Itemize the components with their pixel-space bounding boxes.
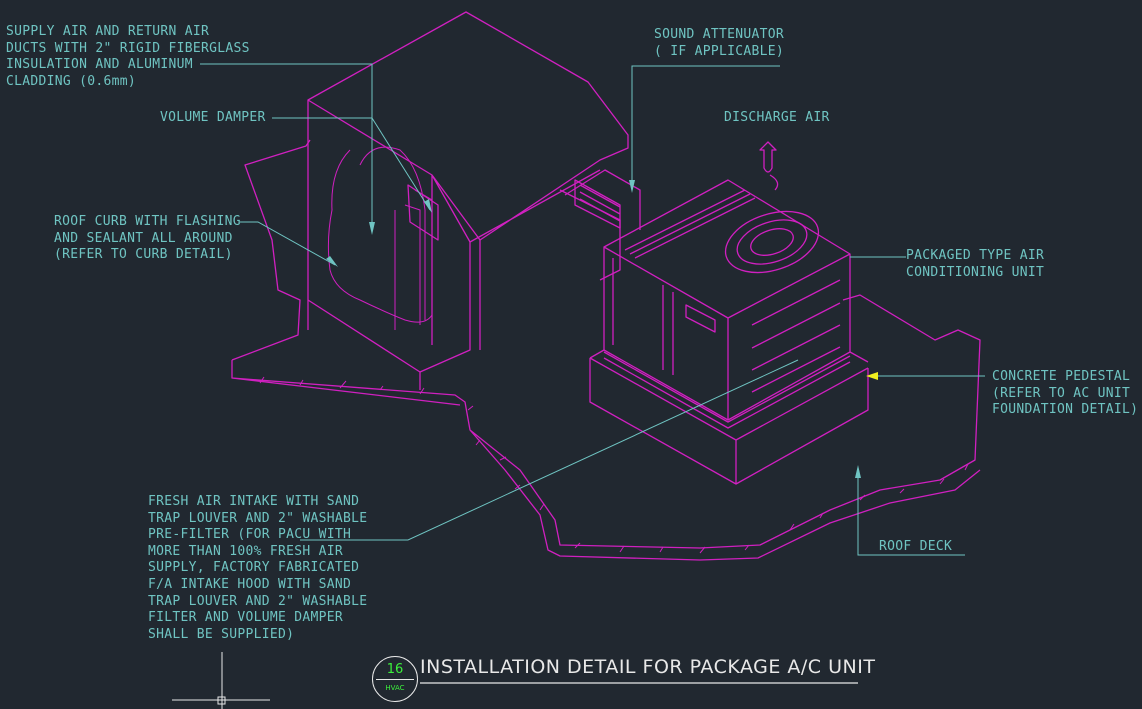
detail-bubble: 16 HVAC bbox=[372, 656, 418, 702]
concrete-pedestal bbox=[589, 349, 869, 485]
detail-sheet: HVAC bbox=[385, 684, 405, 692]
detail-number: 16 bbox=[386, 662, 404, 677]
note-volume-damper: VOLUME DAMPER bbox=[160, 110, 266, 125]
note-roof-curb: ROOF CURB WITH FLASHING AND SEALANT ALL … bbox=[54, 214, 241, 263]
detail-bubble-divider bbox=[376, 679, 414, 680]
fan-grille bbox=[724, 210, 820, 274]
leader-roof-curb bbox=[240, 221, 336, 266]
access-panel bbox=[685, 304, 716, 333]
arrowhead-supply bbox=[369, 222, 375, 235]
ucs-crosshair bbox=[172, 652, 270, 709]
leader-arrowheads bbox=[326, 180, 878, 478]
arrowhead-pedestal bbox=[866, 372, 878, 380]
pedestal-rails bbox=[603, 351, 851, 429]
roof-deck-outline bbox=[231, 139, 981, 561]
sound-attenuator bbox=[574, 179, 621, 229]
leader-fresh-air bbox=[300, 359, 799, 541]
arrowhead-roof-deck bbox=[855, 465, 861, 478]
volume-damper bbox=[407, 184, 439, 241]
fan-grille-inner bbox=[736, 219, 808, 265]
discharge-air-arrow bbox=[759, 141, 779, 191]
note-packaged-unit: PACKAGED TYPE AIR CONDITIONING UNIT bbox=[906, 248, 1045, 280]
curb-flashing bbox=[327, 146, 433, 330]
note-sound-attenuator: SOUND ATTENUATOR ( IF APPLICABLE) bbox=[654, 27, 785, 59]
ac-unit-louvers bbox=[751, 279, 841, 393]
drawing-title: INSTALLATION DETAIL FOR PACKAGE A/C UNIT bbox=[420, 656, 876, 678]
leader-volume-damper bbox=[272, 117, 431, 211]
duct-outlet bbox=[479, 169, 641, 350]
note-supply-air: SUPPLY AIR AND RETURN AIR DUCTS WITH 2" … bbox=[6, 24, 250, 89]
arrowhead-roof-curb bbox=[326, 256, 338, 267]
arrowhead-sound-attenuator bbox=[629, 180, 635, 193]
roof-deck-hatch bbox=[259, 376, 969, 554]
note-discharge-air: DISCHARGE AIR bbox=[724, 110, 830, 125]
fan-grille-core bbox=[750, 228, 794, 256]
note-fresh-air: FRESH AIR INTAKE WITH SAND TRAP LOUVER A… bbox=[148, 494, 368, 642]
leader-lines bbox=[200, 63, 985, 684]
leader-supply-air bbox=[200, 63, 373, 232]
duct-curb-body bbox=[307, 11, 629, 390]
installation-geometry bbox=[231, 11, 981, 561]
arrowhead-volume-damper bbox=[424, 199, 432, 213]
note-roof-deck: ROOF DECK bbox=[879, 539, 953, 554]
leader-sound-attenuator bbox=[631, 65, 780, 190]
leader-roof-deck bbox=[857, 470, 965, 556]
note-concrete-pedestal: CONCRETE PEDESTAL (REFER TO AC UNIT FOUN… bbox=[992, 369, 1139, 418]
ac-unit-body bbox=[603, 179, 851, 421]
ac-unit-top-grilles bbox=[624, 189, 756, 259]
